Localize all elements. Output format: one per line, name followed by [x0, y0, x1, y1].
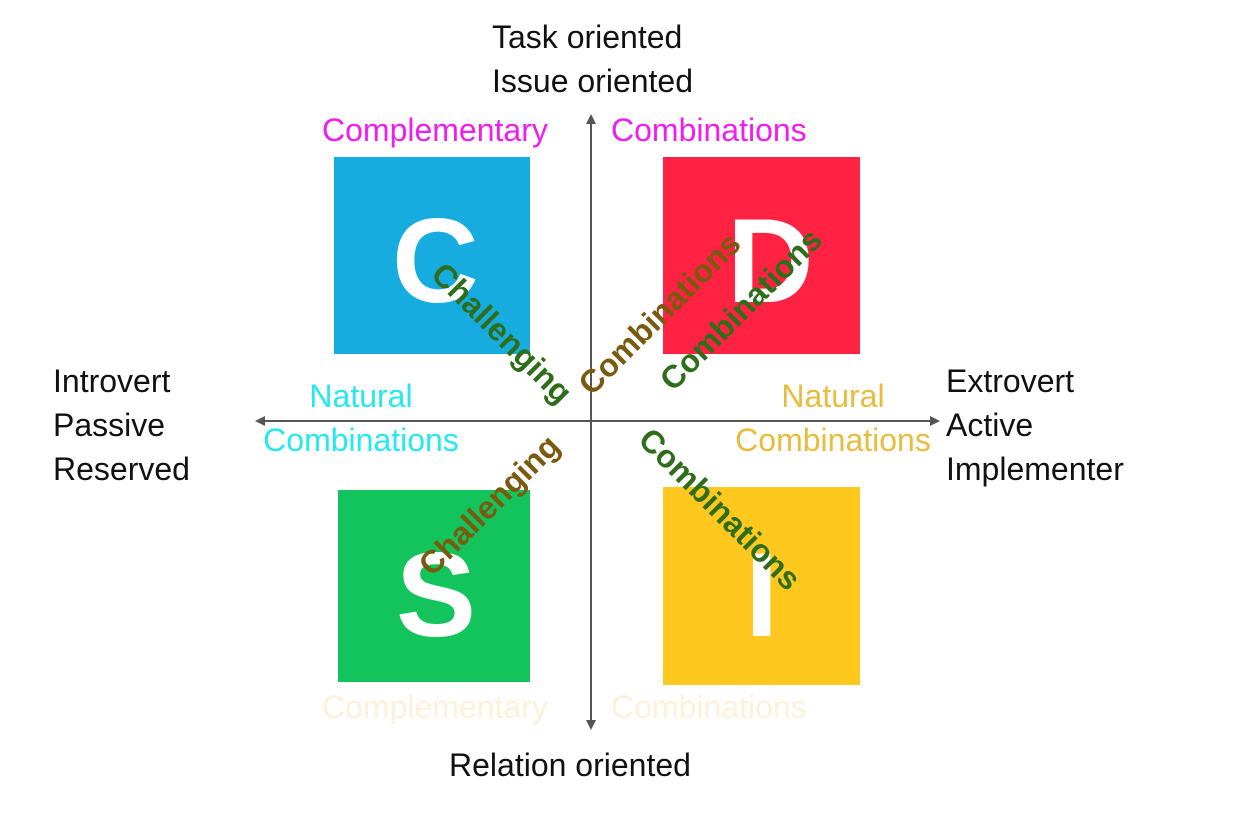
combo-right: Natural Combinations: [722, 378, 944, 458]
quadrant-d-letter: D: [727, 194, 814, 328]
top-axis-line-1: Task oriented: [492, 19, 683, 55]
quadrant-s: S: [338, 490, 530, 682]
quadrant-i: I: [663, 487, 860, 685]
right-axis-line-1: Extrovert: [946, 363, 1075, 399]
combo-right-line-1: Natural: [781, 378, 885, 414]
left-axis-line-3: Reserved: [53, 451, 190, 487]
right-axis-label: Extrovert Active Implementer: [946, 359, 1124, 491]
quadrant-i-letter: I: [745, 528, 779, 662]
combo-right-line-2: Combinations: [735, 422, 931, 458]
left-axis-line-2: Passive: [53, 407, 166, 443]
left-axis-label: Introvert Passive Reserved: [53, 359, 190, 491]
top-axis-label: Task oriented Issue oriented: [492, 15, 693, 103]
right-axis-line-3: Implementer: [946, 451, 1124, 487]
combo-left-line-2: Combinations: [263, 422, 459, 458]
quadrant-c-letter: C: [392, 194, 479, 328]
combo-top-right: Combinations: [611, 112, 807, 148]
combo-bottom-left: Complementary: [322, 689, 548, 725]
combo-top-left: Complementary: [322, 112, 548, 148]
quadrant-s-letter: S: [396, 528, 477, 662]
quadrant-d: D: [663, 157, 860, 354]
bottom-axis-label: Relation oriented: [449, 747, 691, 783]
top-axis-line-2: Issue oriented: [492, 63, 694, 99]
combo-bottom-right: Combinations: [611, 689, 807, 725]
left-axis-line-1: Introvert: [53, 363, 171, 399]
combo-left: Natural Combinations: [250, 378, 472, 458]
quadrant-c: C: [334, 157, 530, 354]
combo-left-line-1: Natural: [309, 378, 413, 414]
right-axis-line-2: Active: [946, 407, 1034, 443]
